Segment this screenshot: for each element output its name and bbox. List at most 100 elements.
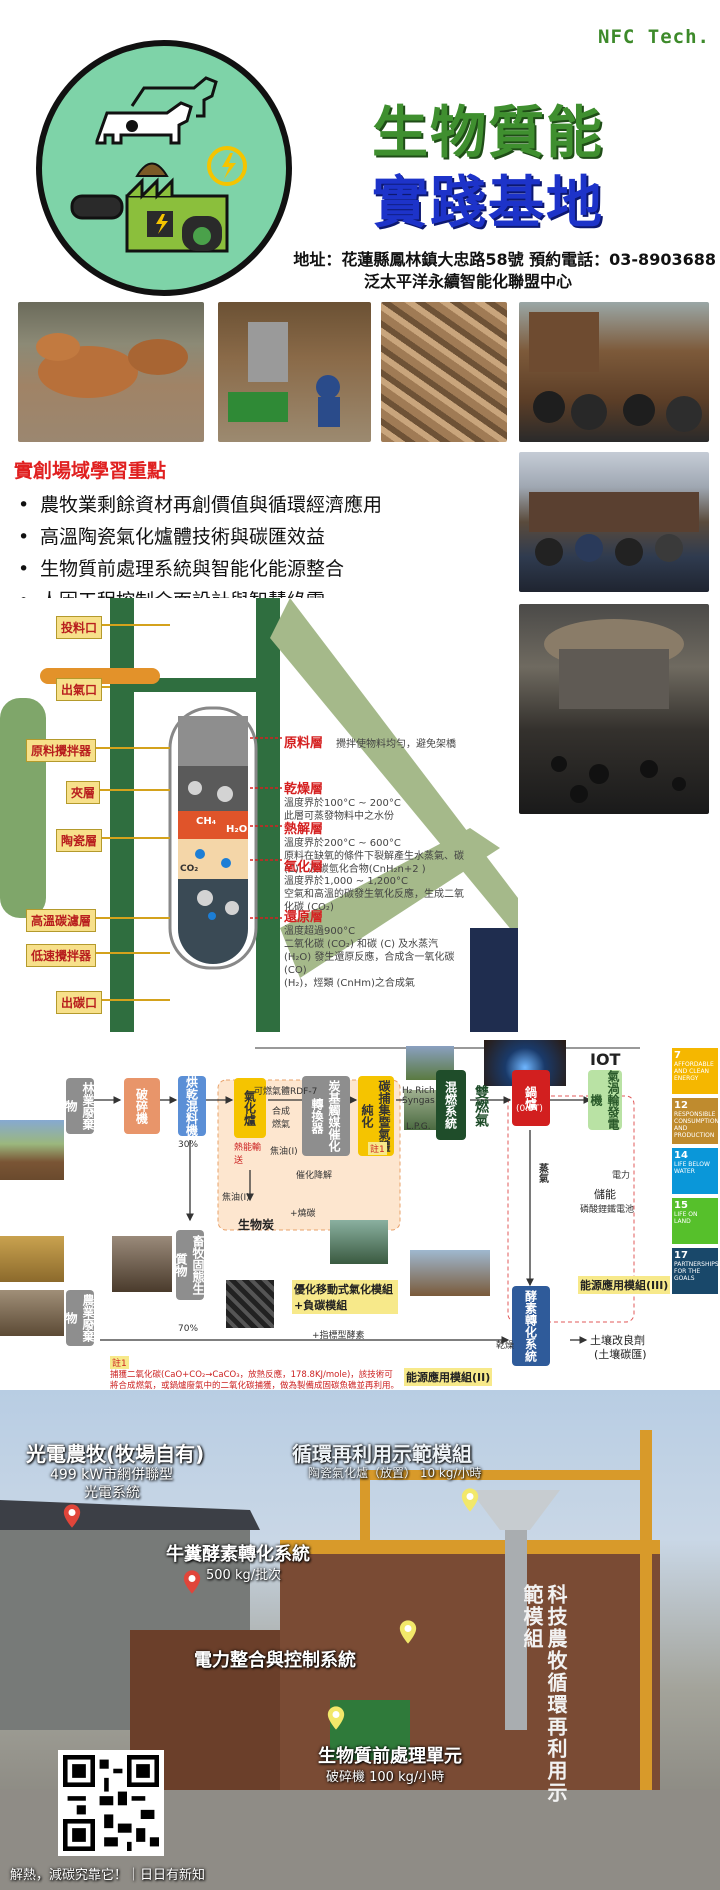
label-jacket: 夾層 [66, 781, 101, 804]
photo-manure [112, 1236, 172, 1292]
flow-storage-sub: 磷酸鋰鐵電池 [580, 1205, 635, 1215]
flow-enzyme: 酵素轉化系統 [512, 1286, 550, 1366]
photo-cows-flow [0, 1290, 64, 1336]
qr-code-icon [63, 1755, 159, 1851]
chem-ch4: CH₄ [196, 816, 217, 827]
flow-biochar: 生物炭 [238, 1218, 275, 1232]
flow-module-c: 能源應用模組(II) [404, 1368, 493, 1386]
pv-sub1: 499 kW市網併聯型 [50, 1467, 174, 1483]
demo-pin-icon [456, 1486, 484, 1518]
flow-module-b: 能源應用模組(III) [578, 1276, 671, 1294]
vertical-title: 科技農牧循環再利用示範模組 [520, 1584, 568, 1804]
photo-cattle [18, 302, 204, 442]
flow-heat: 熱能輸送 [234, 1143, 262, 1166]
list-item: •高溫陶瓷氣化爐體技術與碳匯效益 [18, 526, 326, 548]
flow-forest-waste: 林業廢棄物 [64, 1078, 95, 1134]
address-text: 地址：花蓮縣鳳林鎮大忠路58號 預約電話：03-8903688 [293, 250, 716, 269]
page-title-line1: 生物質能 [372, 101, 604, 166]
flow-lpg: L.P.G. [406, 1122, 431, 1132]
flow-boiler-sub: (0.5T) [516, 1104, 543, 1114]
layer-pyrolysis: 熱解層 溫度界於200°C ~ 600°C 原料在缺氧的條件下裂解產生水蒸氣、碳… [284, 822, 464, 875]
demo-sub: 陶瓷氣化爐（放置） 10 kg/小時 [308, 1466, 482, 1480]
photo-visitors [519, 302, 709, 442]
biomass-logo-icon [70, 76, 247, 253]
flow-catalyst-down: 催化降解 [296, 1171, 333, 1181]
photo-mobile-unit [330, 1220, 388, 1264]
pre-title: 生物質前處理單元 [318, 1746, 462, 1767]
photo-tour-group [519, 452, 709, 592]
gasifier-diagram [0, 598, 518, 1032]
photo-hay [0, 1236, 64, 1282]
flow-power: 電力 [612, 1171, 631, 1181]
flow-catalyst: 炭基觸媒催化轉換器 [302, 1076, 350, 1156]
photo-biochar [519, 604, 709, 814]
label-slow-stirrer: 低速攪拌器 [26, 944, 97, 967]
flow-rdf: 可燃氣體RDF-7 [254, 1087, 318, 1097]
flow-pct70: 70% [178, 1324, 199, 1334]
layer-feedstock: 原料層攪拌使物料均勻，避免架橋 [284, 736, 456, 751]
flow-soil-sub: (土壤碳匯) [594, 1348, 647, 1361]
pre-pin-icon [322, 1704, 350, 1736]
flow-module-a: 優化移動式氣化模組+負碳模組 [292, 1280, 398, 1314]
flow-crusher: 破碎機 [124, 1078, 160, 1134]
photo-forest-waste [0, 1120, 64, 1180]
list-item: •農牧業剩餘資材再創價值與循環經濟應用 [18, 494, 383, 516]
flow-pct30: 30% [178, 1140, 199, 1150]
flow-tar: 焦油(I) [270, 1147, 298, 1157]
flow-note-tag: 註1 [110, 1356, 129, 1369]
site-photo: 光電農牧(牧場自有) 499 kW市網併聯型 光電系統 循環再利用示範模組 陶瓷… [0, 1390, 720, 1890]
chem-co2: CO₂ [180, 864, 199, 874]
flow-syn: 合成燃氣 [272, 1107, 291, 1130]
flow-syngas: H₂ Rich Syngas [402, 1086, 435, 1106]
flow-iot: IOT [590, 1050, 621, 1069]
flow-mixer: 混燃系統 [436, 1070, 466, 1140]
process-flow: 林業廢棄物 破碎機 烘乾混料機 氣化爐 炭基觸媒催化轉換器 碳捕集暨氣體純化 混… [0, 1040, 720, 1391]
logo [36, 40, 292, 296]
pre-sub: 破碎機 100 kg/小時 [326, 1770, 445, 1785]
flow-dry: 乾燥 [496, 1341, 515, 1351]
qr-code[interactable] [58, 1750, 164, 1856]
chem-h2o: H₂O [226, 824, 248, 835]
flow-dual-gas: 雙燃氣 [473, 1085, 489, 1127]
layer-reduction: 還原層 溫度超過900°C 二氧化碳 (CO₂) 和碳 (C) 及水蒸汽 (H₂… [284, 910, 455, 989]
learning-section-title: 實創場域學習重點 [14, 460, 167, 482]
footer-text: 解熱，減碳究靠它！｜日日有新知 [10, 1868, 206, 1883]
manure-title: 牛糞酵素轉化系統 [166, 1544, 310, 1565]
flow-gasifier: 氣化爐 [234, 1078, 266, 1138]
photo-woodchips [381, 302, 507, 442]
flow-storage: 儲能 [594, 1188, 616, 1201]
flow-enzyme-add: +指標型酵素 [312, 1331, 365, 1341]
flow-turbine: 氣渦輪發電機 [588, 1070, 622, 1130]
gasifier-illustration [0, 598, 518, 1032]
flow-manure-solid: 畜牧固態生質物 [174, 1230, 205, 1300]
label-feed-stirrer: 原料攪拌器 [26, 739, 97, 762]
flow-tar2: 焦油(I) [222, 1193, 250, 1203]
layer-oxidation: 氧化層 溫度界於1,000 ~ 1,200°C 空氣和高溫的碳發生氧化反應，生成… [284, 860, 464, 913]
flow-dryer: 烘乾混料機 [178, 1076, 206, 1136]
flow-farm-waste: 農業廢棄物 [64, 1290, 95, 1346]
pv-pin-icon [58, 1502, 86, 1534]
org-name: 泛太平洋永續智能化聯盟中心 [364, 272, 573, 291]
label-char-outlet: 出碳口 [56, 991, 103, 1014]
flow-boiler: 鍋爐 [512, 1070, 550, 1126]
label-carbon-filter: 高溫碳濾層 [26, 909, 97, 932]
pv-title: 光電農牧(牧場自有) [26, 1442, 205, 1466]
flow-note-tag2: 註1 [368, 1142, 387, 1155]
label-ceramic-layer: 陶瓷層 [56, 829, 103, 852]
layer-drying: 乾燥層 溫度界於100°C ~ 200°C 此層可蒸發物料中之水份 [284, 782, 401, 822]
manure-sub: 500 kg/批次 [206, 1568, 282, 1583]
flow-steam: 蒸氣 [536, 1163, 548, 1183]
flow-note: 捕獲二氧化碳(CaO+CO₂→CaCO₃，放熱反應，178.8KJ/mole)，… [110, 1370, 400, 1391]
photo-workers [218, 302, 371, 442]
brand-name: NFC Tech. [598, 26, 710, 48]
list-item: •生物質前處理系統與智能化能源整合 [18, 558, 345, 580]
demo-title: 循環再利用示範模組 [292, 1442, 472, 1466]
flow-soil: 土壤改良劑 [590, 1334, 645, 1347]
manure-pin-icon [178, 1568, 206, 1600]
